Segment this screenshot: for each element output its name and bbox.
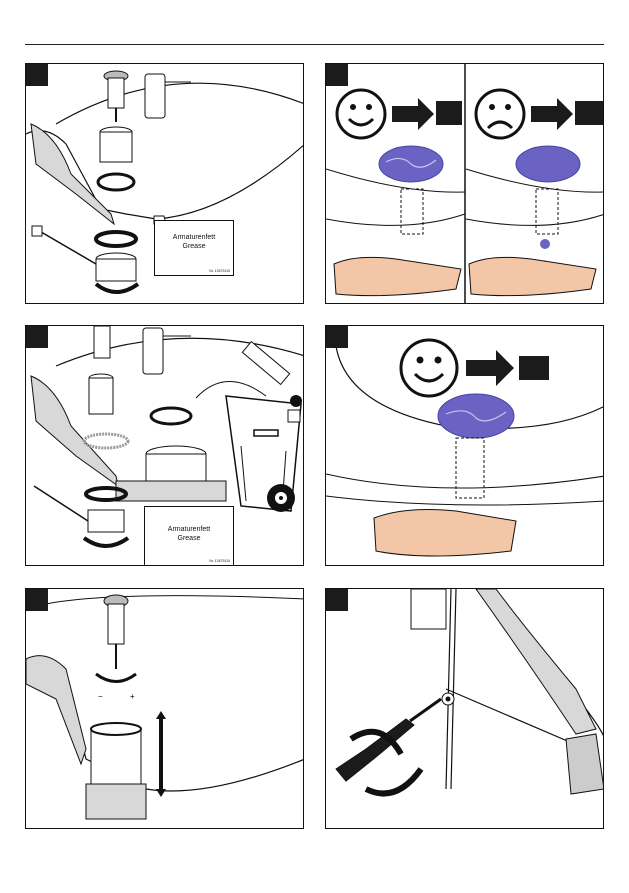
illustration-leak-ok: [326, 338, 603, 557]
svg-text:−: −: [98, 692, 103, 701]
happy-face-icon-2: [399, 338, 459, 398]
grease-label-de-2: Armaturenfett: [167, 526, 211, 533]
illustration-tighten-screw: [335, 589, 603, 797]
illustration-leak-test: [326, 64, 603, 303]
step-5-badge: [26, 589, 48, 611]
arrow-right-icon: [392, 98, 434, 130]
grease-code: Nr. 13479110: [209, 269, 230, 273]
screwdriver-icon: [335, 718, 415, 782]
panel-step-6: [325, 588, 604, 829]
up-down-arrow-icon: [156, 711, 166, 797]
step-3-badge: [26, 326, 48, 348]
panel-step-5: − +: [25, 588, 304, 829]
arrow-right-icon-3: [466, 350, 514, 386]
panel-step-4: [325, 325, 604, 566]
illustration-disassembly: [26, 70, 303, 294]
grease-label-en: Grease: [182, 243, 206, 250]
grease-tube-label-1: Armaturenfett Grease Nr. 13479110: [154, 220, 234, 276]
grease-label-de: Armaturenfett: [172, 234, 216, 241]
illustration-replace-seal: [30, 326, 303, 548]
grease-label-en-2: Grease: [177, 535, 201, 542]
step-6-badge: [326, 589, 348, 611]
sad-face-icon: [474, 88, 526, 140]
water-drop-icon: [540, 239, 550, 249]
illustration-adjust-height: − +: [26, 594, 303, 820]
grease-tube-label-2: Armaturenfett Grease Nr. 13479110: [144, 506, 234, 565]
grease-code-2: Nr. 13479110: [209, 559, 230, 563]
svg-text:+: +: [130, 692, 135, 701]
happy-face-icon: [335, 88, 387, 140]
panel-step-2: [325, 63, 604, 304]
panel-step-1: Armaturenfett Grease Nr. 13479110: [25, 63, 304, 304]
step-4-badge: [326, 326, 348, 348]
panel-step-3: Armaturenfett Grease Nr. 13479110: [25, 325, 304, 566]
header-rule: [25, 44, 604, 45]
arrow-right-icon-2: [531, 98, 573, 130]
step-1-badge: [26, 64, 48, 86]
step-2-badge: [326, 64, 348, 86]
